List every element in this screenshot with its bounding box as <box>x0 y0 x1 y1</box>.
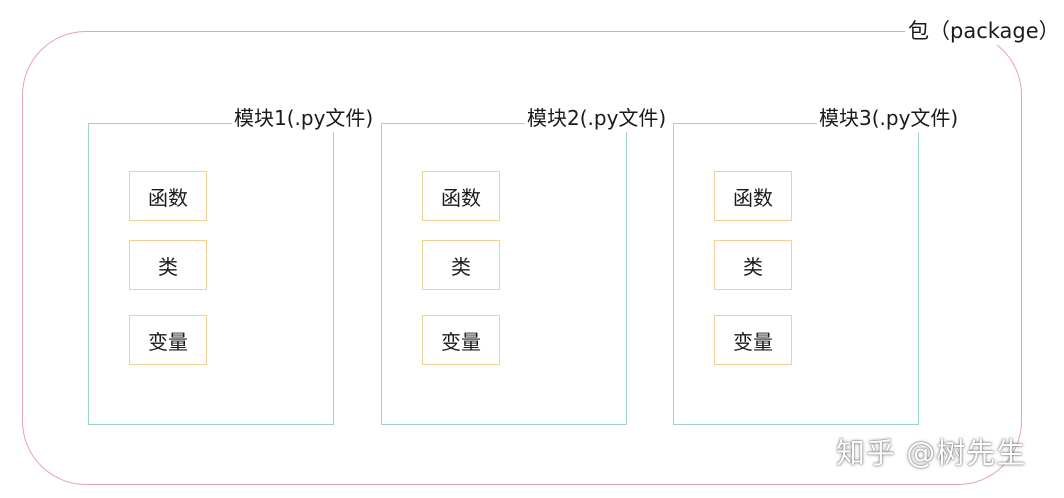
module-1-item-function: 函数 <box>129 171 207 221</box>
module-3-item-function: 函数 <box>714 171 792 221</box>
watermark: 知乎 @树先生 <box>836 436 1027 470</box>
module-2-item-function: 函数 <box>422 171 500 221</box>
module-1-box <box>88 123 334 425</box>
module-2-item-variable: 变量 <box>422 315 500 365</box>
module-3-item-variable: 变量 <box>714 315 792 365</box>
module-2-item-class: 类 <box>422 240 500 290</box>
module-3-item-class: 类 <box>714 240 792 290</box>
module-1-item-class: 类 <box>129 240 207 290</box>
package-label: 包（package） <box>905 17 1063 45</box>
module-3-label: 模块3(.py文件) <box>817 104 961 132</box>
module-1-item-variable: 变量 <box>129 315 207 365</box>
module-2-box <box>381 123 627 425</box>
module-3-box <box>673 123 919 425</box>
package-box <box>22 31 1022 485</box>
module-1-label: 模块1(.py文件) <box>232 104 376 132</box>
module-2-label: 模块2(.py文件) <box>525 104 669 132</box>
